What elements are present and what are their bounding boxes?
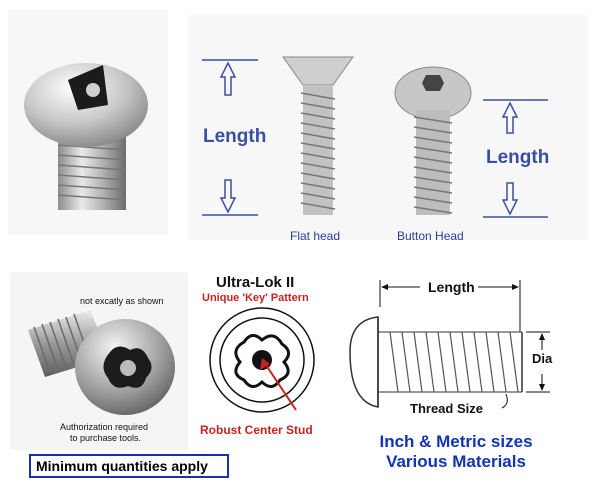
diagram-length-label: Length bbox=[428, 279, 475, 295]
ultra-lok-key-pattern-diagram bbox=[209, 307, 315, 413]
length-diagram bbox=[202, 56, 548, 218]
robust-center-stud-label: Robust Center Stud bbox=[200, 423, 313, 437]
screw-dimension-diagram bbox=[349, 280, 550, 409]
length-label-left: Length bbox=[203, 126, 267, 147]
various-materials-text: Various Materials bbox=[386, 452, 526, 471]
diagram-thread-size-label: Thread Size bbox=[410, 401, 483, 416]
not-exactly-shown-note: not excatly as shown bbox=[80, 296, 164, 306]
authorization-note-line2: to purchase tools. bbox=[70, 433, 142, 443]
flat-head-caption: Flat head bbox=[290, 229, 341, 243]
authorization-note-line1: Authorization required bbox=[60, 422, 149, 432]
ultra-lok-subtitle: Unique 'Key' Pattern bbox=[202, 292, 309, 304]
button-head-caption: Button Head bbox=[397, 229, 464, 243]
inch-metric-sizes-text: Inch & Metric sizes bbox=[379, 432, 533, 451]
length-diagram-panel bbox=[188, 15, 588, 240]
security-button-head-screw-image bbox=[24, 63, 148, 210]
ultra-lok-title: Ultra-Lok II bbox=[216, 274, 295, 291]
minimum-quantities-notice: Minimum quantities apply bbox=[29, 454, 229, 478]
length-label-right: Length bbox=[486, 147, 550, 168]
tamper-button-head-screw-image bbox=[28, 310, 175, 415]
diagram-dia-label: Dia bbox=[532, 351, 553, 366]
